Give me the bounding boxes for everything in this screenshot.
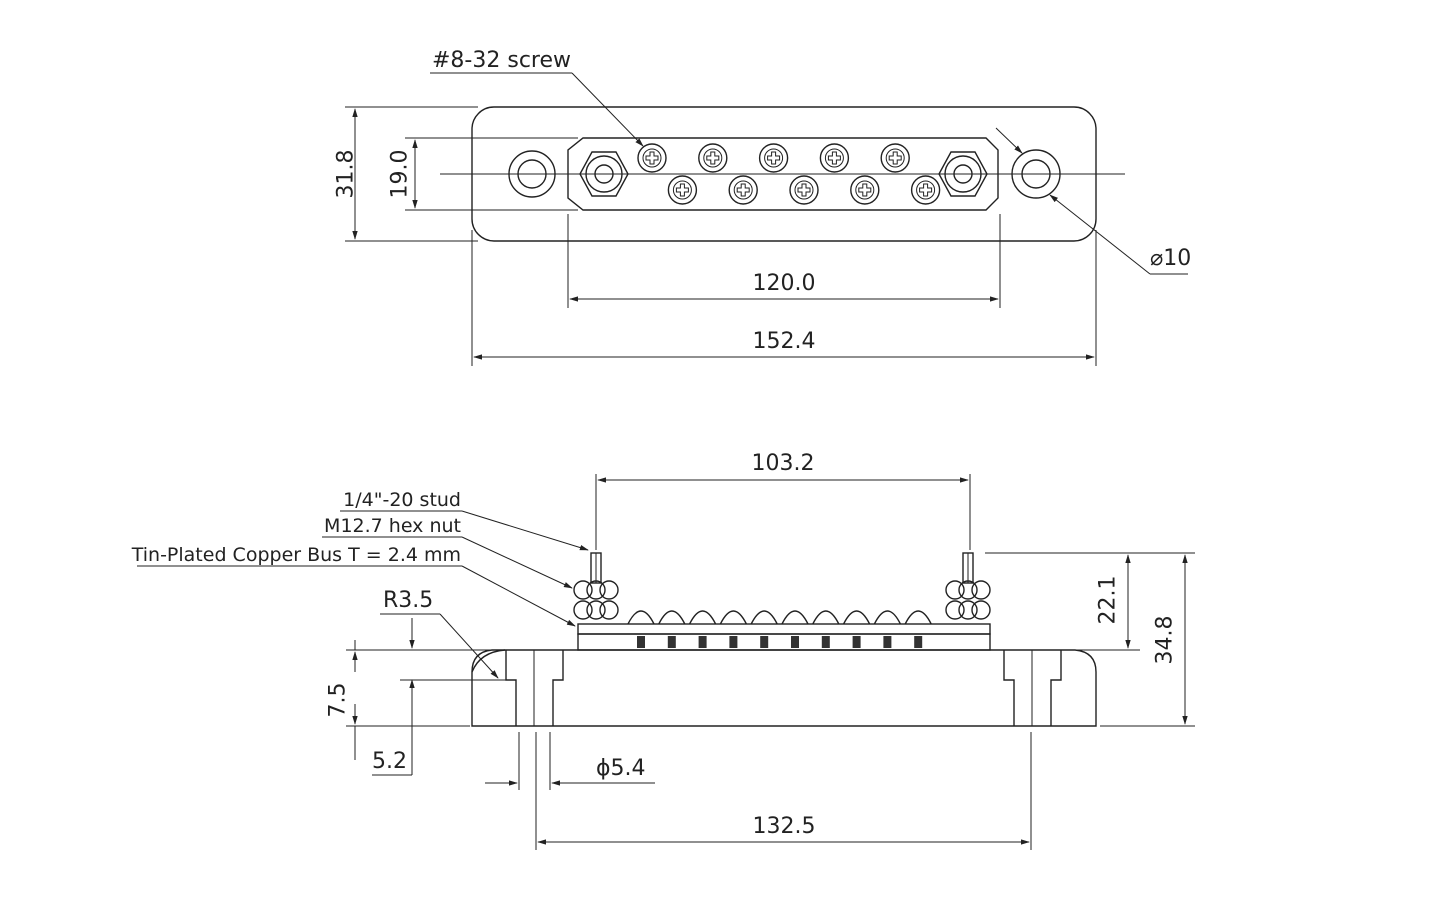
nut-label: M12.7 hex nut bbox=[324, 515, 461, 537]
stud-right bbox=[962, 552, 974, 584]
dim-total-height: 34.8 bbox=[1153, 616, 1178, 665]
hex-nut-right bbox=[938, 151, 988, 197]
dim-height-inner: 19.0 bbox=[388, 150, 413, 199]
screw-head-top bbox=[910, 175, 941, 205]
dim-base-height: 7.5 bbox=[326, 683, 351, 718]
dim-stud-spacing: 103.2 bbox=[752, 451, 815, 476]
screw-head-top bbox=[698, 143, 728, 173]
side-base bbox=[471, 649, 1097, 727]
side-screw-group bbox=[627, 610, 932, 648]
screw-head-side bbox=[812, 610, 840, 648]
screw-head-side bbox=[627, 610, 655, 648]
stud-leader bbox=[461, 510, 589, 551]
dim-slot-dia: ϕ5.4 bbox=[596, 756, 646, 781]
top-view: #8-32 screw 31.8 19.0 ⌀10 120.0 152.4 bbox=[334, 48, 1191, 366]
nut-leader bbox=[461, 536, 573, 589]
bus-label: Tin-Plated Copper Bus T = 2.4 mm bbox=[131, 544, 461, 566]
screw-head-top bbox=[880, 143, 910, 173]
mount-slot-left bbox=[505, 650, 564, 726]
screw-head-side bbox=[719, 610, 748, 648]
copper-bus-bar bbox=[577, 623, 991, 635]
radius-label: R3.5 bbox=[383, 588, 433, 613]
screw-group bbox=[637, 143, 941, 205]
screw-head-top bbox=[789, 175, 819, 205]
hole-dia-leader bbox=[1049, 194, 1151, 275]
mounting-hole-left bbox=[508, 150, 556, 198]
screw-label: #8-32 screw bbox=[432, 48, 571, 73]
screw-leader bbox=[571, 72, 644, 147]
hex-nut-stack-right bbox=[945, 580, 991, 620]
dim-bus-length: 120.0 bbox=[753, 271, 816, 296]
screw-head-side bbox=[873, 610, 902, 648]
dim-height-outer: 31.8 bbox=[334, 150, 359, 199]
stud-left bbox=[590, 552, 602, 584]
side-view: 103.2 1/4"-20 stud M12.7 hex nut Tin-Pla… bbox=[131, 451, 1195, 850]
dim-step-height: 5.2 bbox=[372, 749, 407, 774]
screw-head-side bbox=[904, 610, 932, 648]
hole-dia-label: ⌀10 bbox=[1150, 246, 1191, 271]
hex-nut-stack-left bbox=[573, 580, 619, 620]
mount-slot-right bbox=[1003, 650, 1062, 726]
stud-label: 1/4"-20 stud bbox=[343, 489, 461, 511]
mounting-hole-right bbox=[1011, 149, 1061, 199]
dim-total-length: 152.4 bbox=[753, 329, 816, 354]
screw-head-top bbox=[667, 175, 698, 205]
screw-head-side bbox=[688, 610, 717, 648]
hex-nut-left bbox=[579, 151, 629, 197]
radius-leader bbox=[439, 613, 499, 679]
screw-head-top bbox=[819, 143, 850, 173]
screw-head-side bbox=[750, 610, 778, 648]
dim-stud-height: 22.1 bbox=[1096, 576, 1121, 625]
screw-head-top bbox=[637, 143, 667, 173]
radius-arc bbox=[471, 649, 506, 673]
screw-head-top bbox=[758, 143, 789, 173]
screw-head-top bbox=[850, 175, 880, 205]
bus-leader bbox=[461, 565, 576, 627]
screw-head-side bbox=[842, 610, 871, 648]
screw-head-top bbox=[728, 175, 758, 205]
dim-mount-spacing: 132.5 bbox=[753, 814, 816, 839]
screw-head-side bbox=[781, 610, 809, 648]
screw-head-side bbox=[658, 610, 686, 648]
bus-bar-outline bbox=[567, 137, 999, 211]
